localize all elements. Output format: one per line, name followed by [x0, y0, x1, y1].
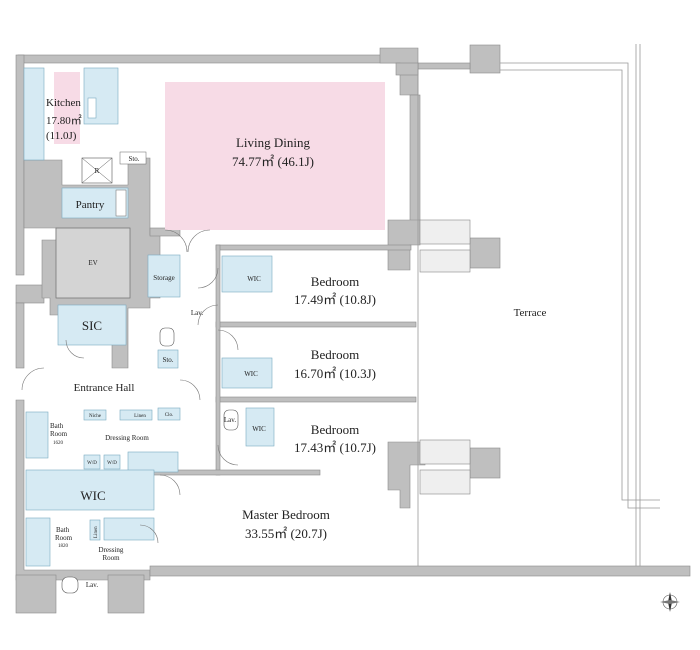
- wic-master-closet: [25, 469, 155, 511]
- living-dining-floor: [165, 82, 385, 230]
- master-bedroom-area: 33.55㎡ (20.7J): [245, 526, 327, 541]
- washer-2: [103, 454, 121, 470]
- pantry-label: Pantry: [76, 199, 105, 211]
- dressing-counter-1: [127, 451, 179, 473]
- bath-1-label: Bath: [50, 422, 64, 430]
- compass-rose-icon: [660, 592, 680, 612]
- toilet-2: [223, 409, 239, 431]
- ev-label: EV: [88, 259, 97, 267]
- washer-label-2: W/D: [107, 461, 117, 466]
- bath-1-label-2: Room: [50, 430, 68, 438]
- toilet-1: [159, 327, 175, 347]
- master-bedroom-label: Master Bedroom: [242, 507, 330, 522]
- bedroom-2-label: Bedroom: [311, 347, 359, 362]
- wic-master-label: WIC: [80, 488, 105, 503]
- wic-label-1: WIC: [247, 275, 261, 283]
- living-dining-area: 74.77㎡ (46.1J): [232, 154, 314, 169]
- bath-2-size: 1820: [58, 544, 69, 549]
- clo-box: [157, 407, 181, 421]
- kitchen-fixtures: [23, 67, 119, 161]
- wic-label-3: WIC: [252, 425, 266, 433]
- storage-small-1: [119, 151, 147, 165]
- bedroom-3-label: Bedroom: [311, 422, 359, 437]
- terrace-planter-3: [419, 439, 471, 465]
- washer-label-1: W/D: [87, 461, 97, 466]
- wic-label-2: WIC: [244, 370, 258, 378]
- sic-label: SIC: [82, 318, 102, 333]
- pantry-unit: [115, 189, 127, 217]
- bedroom-1-label: Bedroom: [311, 274, 359, 289]
- niche-box: [83, 409, 107, 421]
- bedroom-2-area: 16.70㎡ (10.3J): [294, 366, 376, 381]
- wic-bedroom-1: [221, 255, 273, 293]
- terrace-planter-4: [419, 469, 471, 495]
- entrance-hall-label: Entrance Hall: [74, 382, 135, 394]
- lav-label-2: Lav.: [224, 416, 236, 424]
- storage-small-2: [157, 349, 179, 369]
- linen-box-2: [89, 519, 101, 541]
- sto-label-2: Sto.: [162, 356, 173, 364]
- storage-closet: [147, 254, 181, 298]
- kitchen-area: 17.80㎡: [46, 114, 82, 127]
- dressing-room-label-2b: Room: [102, 554, 120, 562]
- dressing-room-label-2: Dressing: [99, 546, 124, 554]
- lav-label-1: Lav.: [191, 309, 203, 317]
- bath-tub-1: [25, 411, 49, 459]
- dressing-room-label-1: Dressing Room: [105, 434, 149, 442]
- fridge-label: R: [95, 167, 100, 175]
- kitchen-label: Kitchen: [46, 97, 81, 109]
- linen-label-2: Linen: [94, 526, 99, 538]
- bedroom-1-area: 17.49㎡ (10.8J): [294, 292, 376, 307]
- sto-label-1: Sto.: [128, 155, 139, 163]
- terrace-planter-1: [419, 219, 471, 245]
- kitchen-jo: (11.0J): [46, 130, 77, 142]
- terrace-planter-2: [419, 249, 471, 273]
- wic-bedroom-3: [245, 407, 275, 447]
- bath-1-size: 1620: [53, 441, 64, 446]
- bath-2-label-2: Room: [55, 534, 73, 542]
- sic-closet: [57, 304, 127, 346]
- linen-label-1: Linen: [134, 414, 146, 419]
- storage-label: Storage: [153, 274, 174, 282]
- bedroom-3-area: 17.43㎡ (10.7J): [294, 440, 376, 455]
- bath-2-label: Bath: [56, 526, 70, 534]
- living-dining-label: Living Dining: [236, 135, 311, 150]
- linen-box-1: [119, 409, 153, 421]
- lav-label-3: Lav.: [86, 581, 98, 589]
- terrace-railing: [417, 44, 660, 566]
- niche-label: Niche: [89, 414, 102, 419]
- dressing-counter-2: [103, 517, 155, 541]
- toilet-3: [61, 576, 79, 594]
- bath-tub-2: [25, 517, 51, 567]
- wic-bedroom-2: [221, 357, 273, 389]
- elevator: [55, 227, 131, 299]
- terrace-label: Terrace: [514, 307, 547, 319]
- door-swings: [21, 229, 239, 544]
- clo-label: Clo.: [165, 413, 173, 418]
- washer-1: [83, 454, 101, 470]
